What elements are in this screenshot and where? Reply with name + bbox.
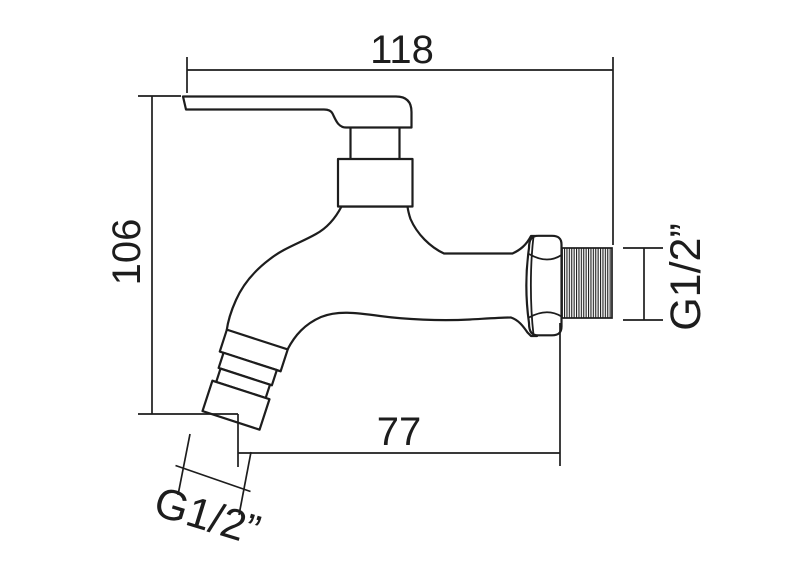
bonnet-block <box>336 157 414 208</box>
faucet-part <box>181 95 613 431</box>
dimension-value-width: 118 <box>370 28 434 72</box>
dimension-value-inlet-thread: G1/2” <box>662 223 710 331</box>
dimension-line <box>175 464 251 493</box>
faucet-body <box>225 205 539 351</box>
spout-nozzle <box>201 328 289 431</box>
dimension-value-height: 106 <box>105 219 149 286</box>
faucet-handle <box>181 95 413 129</box>
dimension-overall-width: 118 <box>186 28 614 245</box>
hex-nut-left-face-edge <box>529 236 535 335</box>
nozzle-tip <box>201 379 271 431</box>
dimension-value-spout-reach: 77 <box>377 410 422 454</box>
extension-line <box>238 451 252 516</box>
dimension-spout-reach: 77 <box>237 323 561 467</box>
extension-line <box>177 433 191 496</box>
dimension-inlet-thread: G1/2” <box>623 223 710 331</box>
inlet-thread-pipe <box>561 247 613 319</box>
dimension-value-outlet-thread: G1/2” <box>149 478 266 555</box>
dimension-overall-height: 106 <box>105 95 238 415</box>
